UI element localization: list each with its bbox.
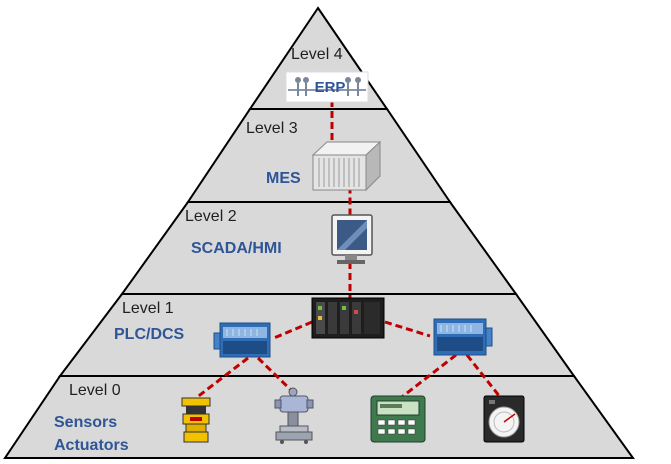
band-level-2 xyxy=(120,201,518,295)
sensors-label: Sensors xyxy=(54,414,118,431)
scada-hmi-label: SCADA/HMI xyxy=(191,240,282,257)
mes-label: MES xyxy=(266,170,301,187)
link-dcs-plc-right xyxy=(384,320,431,338)
level-0-label: Level 0 xyxy=(69,382,121,399)
link-plc-recorder xyxy=(465,354,502,398)
server-rack-icon xyxy=(311,140,382,192)
link-plc-keypad xyxy=(397,353,457,402)
chart-recorder-icon xyxy=(483,395,525,443)
plc-icon xyxy=(213,322,271,358)
controller-keypad-icon xyxy=(370,395,426,443)
level-1-label: Level 1 xyxy=(122,300,174,317)
dcs-controller-icon xyxy=(311,297,385,339)
actuators-label: Actuators xyxy=(54,437,129,454)
erp-logo-text: ERP xyxy=(315,79,346,96)
level-4-label: Level 4 xyxy=(291,46,343,63)
link-dcs-plc-left xyxy=(273,320,313,340)
erp-logo-icon: ERP xyxy=(285,71,369,103)
valve-actuator-icon xyxy=(181,397,211,443)
monitor-icon xyxy=(331,214,373,264)
plc-dcs-label: PLC/DCS xyxy=(114,326,185,343)
level-3-label: Level 3 xyxy=(246,120,298,137)
level-2-label: Level 2 xyxy=(185,208,237,225)
pressure-transmitter-icon xyxy=(274,387,314,444)
plc-icon xyxy=(433,318,493,356)
band-level-0 xyxy=(3,375,635,459)
link-plc-transmitter xyxy=(256,356,295,394)
